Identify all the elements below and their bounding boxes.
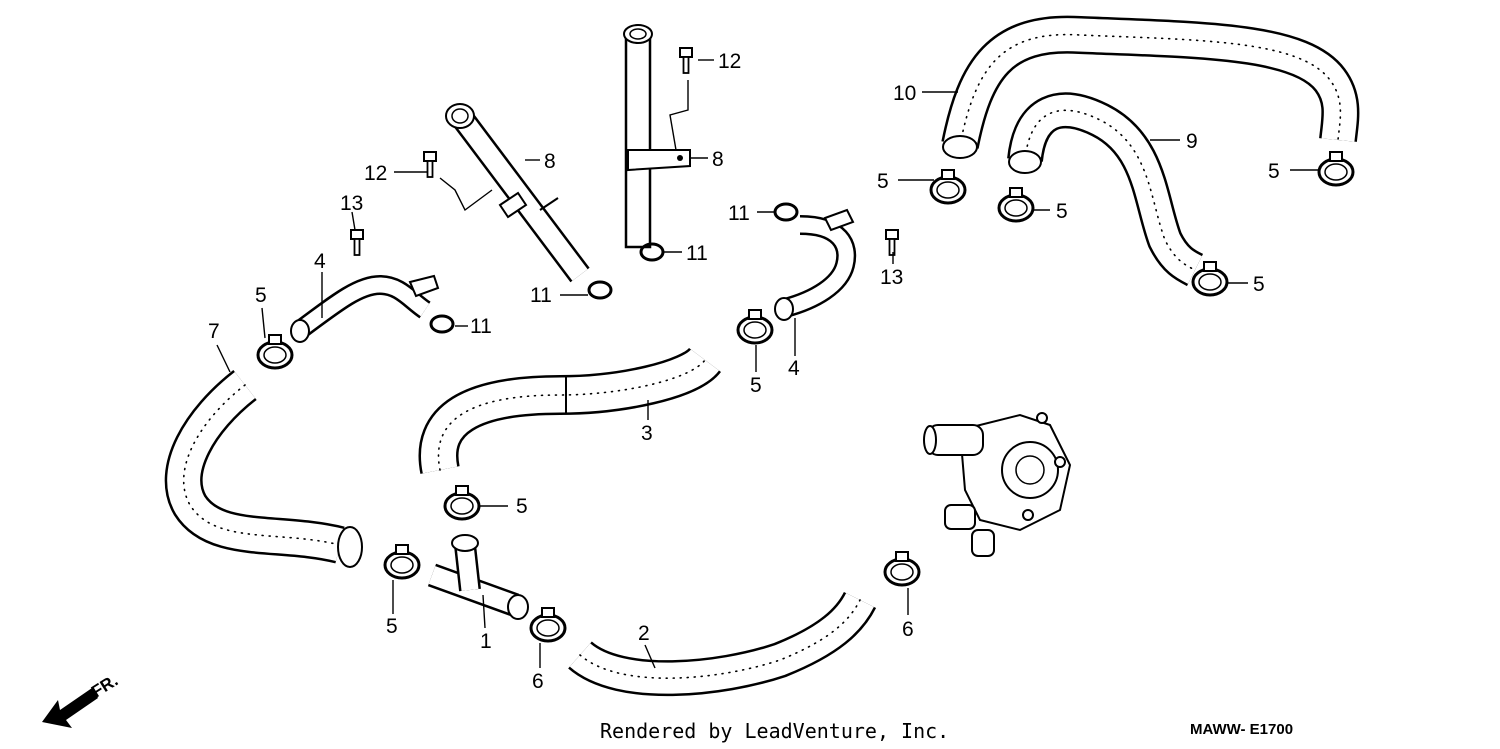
callout-11: 11 bbox=[530, 284, 552, 307]
callout-5: 5 bbox=[1268, 160, 1280, 183]
clamp-5-d bbox=[383, 543, 421, 580]
hose-10 bbox=[941, 15, 1360, 159]
oring-11-d bbox=[773, 202, 799, 222]
hose-7 bbox=[164, 370, 363, 568]
clamp-5-b bbox=[736, 308, 774, 345]
clamp-5-a bbox=[256, 333, 294, 370]
hose-3 bbox=[418, 346, 721, 474]
callout-10: 10 bbox=[893, 82, 916, 105]
leader-lines bbox=[216, 59, 1320, 669]
pipe-8-right bbox=[623, 24, 691, 249]
callout-6: 6 bbox=[902, 618, 914, 641]
callout-13: 13 bbox=[340, 192, 363, 215]
callout-4: 4 bbox=[314, 250, 326, 273]
bolt-13-b bbox=[885, 229, 899, 256]
callout-5: 5 bbox=[386, 615, 398, 638]
callout-5: 5 bbox=[1253, 273, 1265, 296]
clamp-5-h bbox=[1317, 150, 1355, 187]
callout-12: 12 bbox=[718, 50, 741, 73]
callout-5: 5 bbox=[750, 374, 762, 397]
callout-9: 9 bbox=[1186, 130, 1198, 153]
callout-11: 11 bbox=[728, 202, 750, 225]
hose-2 bbox=[568, 591, 877, 697]
callout-4: 4 bbox=[788, 357, 800, 380]
callout-11: 11 bbox=[686, 242, 708, 265]
callout-5: 5 bbox=[877, 170, 889, 193]
callout-13: 13 bbox=[880, 266, 903, 289]
callout-3: 3 bbox=[641, 422, 653, 445]
callout-2: 2 bbox=[638, 622, 650, 645]
callout-5: 5 bbox=[255, 284, 267, 307]
clamp-5-e bbox=[929, 168, 967, 205]
oring-11-a bbox=[429, 314, 455, 334]
oring-11-b bbox=[587, 280, 613, 300]
pipe-4-left bbox=[290, 274, 440, 343]
front-direction-arrow: FR. bbox=[42, 671, 121, 728]
bolt-13-a bbox=[350, 229, 364, 256]
hose-9 bbox=[1007, 92, 1204, 287]
callout-12: 12 bbox=[364, 162, 387, 185]
callout-1: 1 bbox=[480, 630, 492, 653]
callout-5: 5 bbox=[1056, 200, 1068, 223]
water-pump-housing bbox=[923, 412, 1072, 557]
clamp-6-b bbox=[883, 550, 921, 587]
bolt-12-a bbox=[423, 151, 437, 178]
callout-8: 8 bbox=[544, 150, 556, 173]
callout-6: 6 bbox=[532, 670, 544, 693]
pipe-8-left bbox=[445, 103, 590, 283]
oring-11-c bbox=[639, 242, 665, 262]
bolt-12-b bbox=[679, 47, 693, 74]
callout-11: 11 bbox=[470, 315, 492, 338]
pipe-4-right bbox=[774, 208, 857, 321]
clamp-5-f bbox=[997, 186, 1035, 223]
callout-5: 5 bbox=[516, 495, 528, 518]
clamp-5-g bbox=[1191, 260, 1229, 297]
clamp-5-c bbox=[443, 484, 481, 521]
clamp-6-a bbox=[529, 606, 567, 643]
rendered-by-credit: Rendered by LeadVenture, Inc. bbox=[600, 719, 949, 743]
joint-1 bbox=[427, 534, 529, 620]
diagram-code: MAWW- E1700 bbox=[1190, 721, 1293, 738]
callout-8: 8 bbox=[712, 148, 724, 171]
callout-7: 7 bbox=[208, 320, 220, 343]
